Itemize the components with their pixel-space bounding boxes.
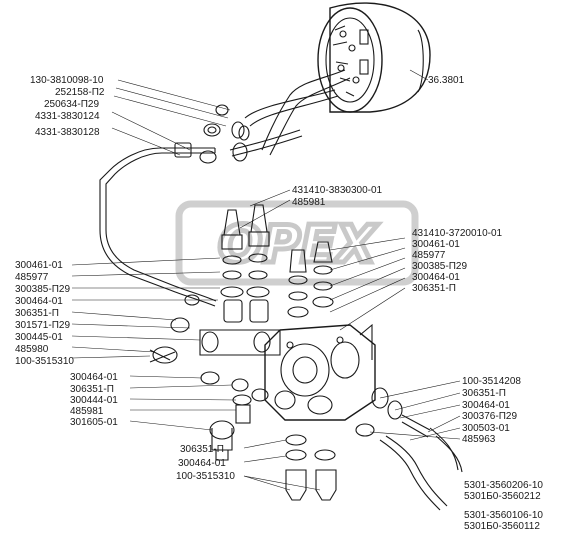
- part-label: 306351-П: [15, 308, 59, 319]
- part-label: 100-3515310: [15, 356, 74, 367]
- part-label: 252158-П2: [55, 87, 105, 98]
- part-label: 431410-3830300-01: [292, 185, 383, 196]
- part-label: 5301Б0-3560112: [464, 521, 540, 532]
- valve-block: [264, 323, 376, 421]
- part-label: 4331-3830124: [35, 111, 100, 122]
- part-label: 300464-01: [178, 458, 226, 469]
- part-label: 431410-3720010-01: [412, 228, 503, 239]
- part-label: 300464-01: [412, 272, 460, 283]
- part-label: 100-3515310: [176, 471, 235, 482]
- part-label: 300445-01: [15, 332, 63, 343]
- part-label: 300444-01: [70, 395, 118, 406]
- part-label: 485981: [70, 406, 104, 417]
- part-label: 100-3514208: [462, 376, 521, 387]
- part-label: 300464-01: [15, 296, 63, 307]
- part-label: 485963: [462, 434, 496, 445]
- part-label: 485981: [292, 197, 326, 208]
- part-label: 485980: [15, 344, 49, 355]
- left-valve-column: [149, 204, 281, 364]
- part-label: 306351-П: [180, 444, 224, 455]
- part-label: 300464-01: [70, 372, 118, 383]
- leader-lines: [71, 69, 461, 491]
- part-label: 5301Б0-3560212: [464, 491, 541, 502]
- part-label: 250634-П29: [44, 99, 100, 110]
- part-label: 5301-3560206-10: [464, 480, 543, 491]
- part-label: 300376-П29: [462, 411, 518, 422]
- part-label: 301571-П29: [15, 320, 71, 331]
- upper-fittings: [199, 104, 250, 164]
- part-label: 300461-01: [15, 260, 63, 271]
- part-label: 300385-П29: [15, 284, 71, 295]
- right-valve-column: [287, 241, 334, 318]
- part-label: 306351-П: [70, 384, 114, 395]
- part-label: 306351-П: [412, 283, 456, 294]
- pressure-gauge: [317, 2, 431, 113]
- part-label: 485977: [15, 272, 49, 283]
- part-label: 130-3810098-10: [30, 75, 104, 86]
- lower-fittings: [285, 434, 337, 501]
- brake-tube-loop: [99, 142, 217, 307]
- part-label: 300461-01: [412, 239, 460, 250]
- gauge-tubes: [229, 69, 351, 157]
- right-hoses: [355, 387, 463, 511]
- part-label: 300503-01: [462, 423, 510, 434]
- part-label: 485977: [412, 250, 446, 261]
- part-label: 36.3801: [428, 75, 465, 86]
- part-label: 4331-3830128: [35, 127, 100, 138]
- part-label: 306351-П: [462, 388, 506, 399]
- part-label: 300385-П29: [412, 261, 468, 272]
- part-label: 5301-3560106-10: [464, 510, 543, 521]
- part-label: 300464-01: [462, 400, 510, 411]
- part-label: 301605-01: [70, 417, 118, 428]
